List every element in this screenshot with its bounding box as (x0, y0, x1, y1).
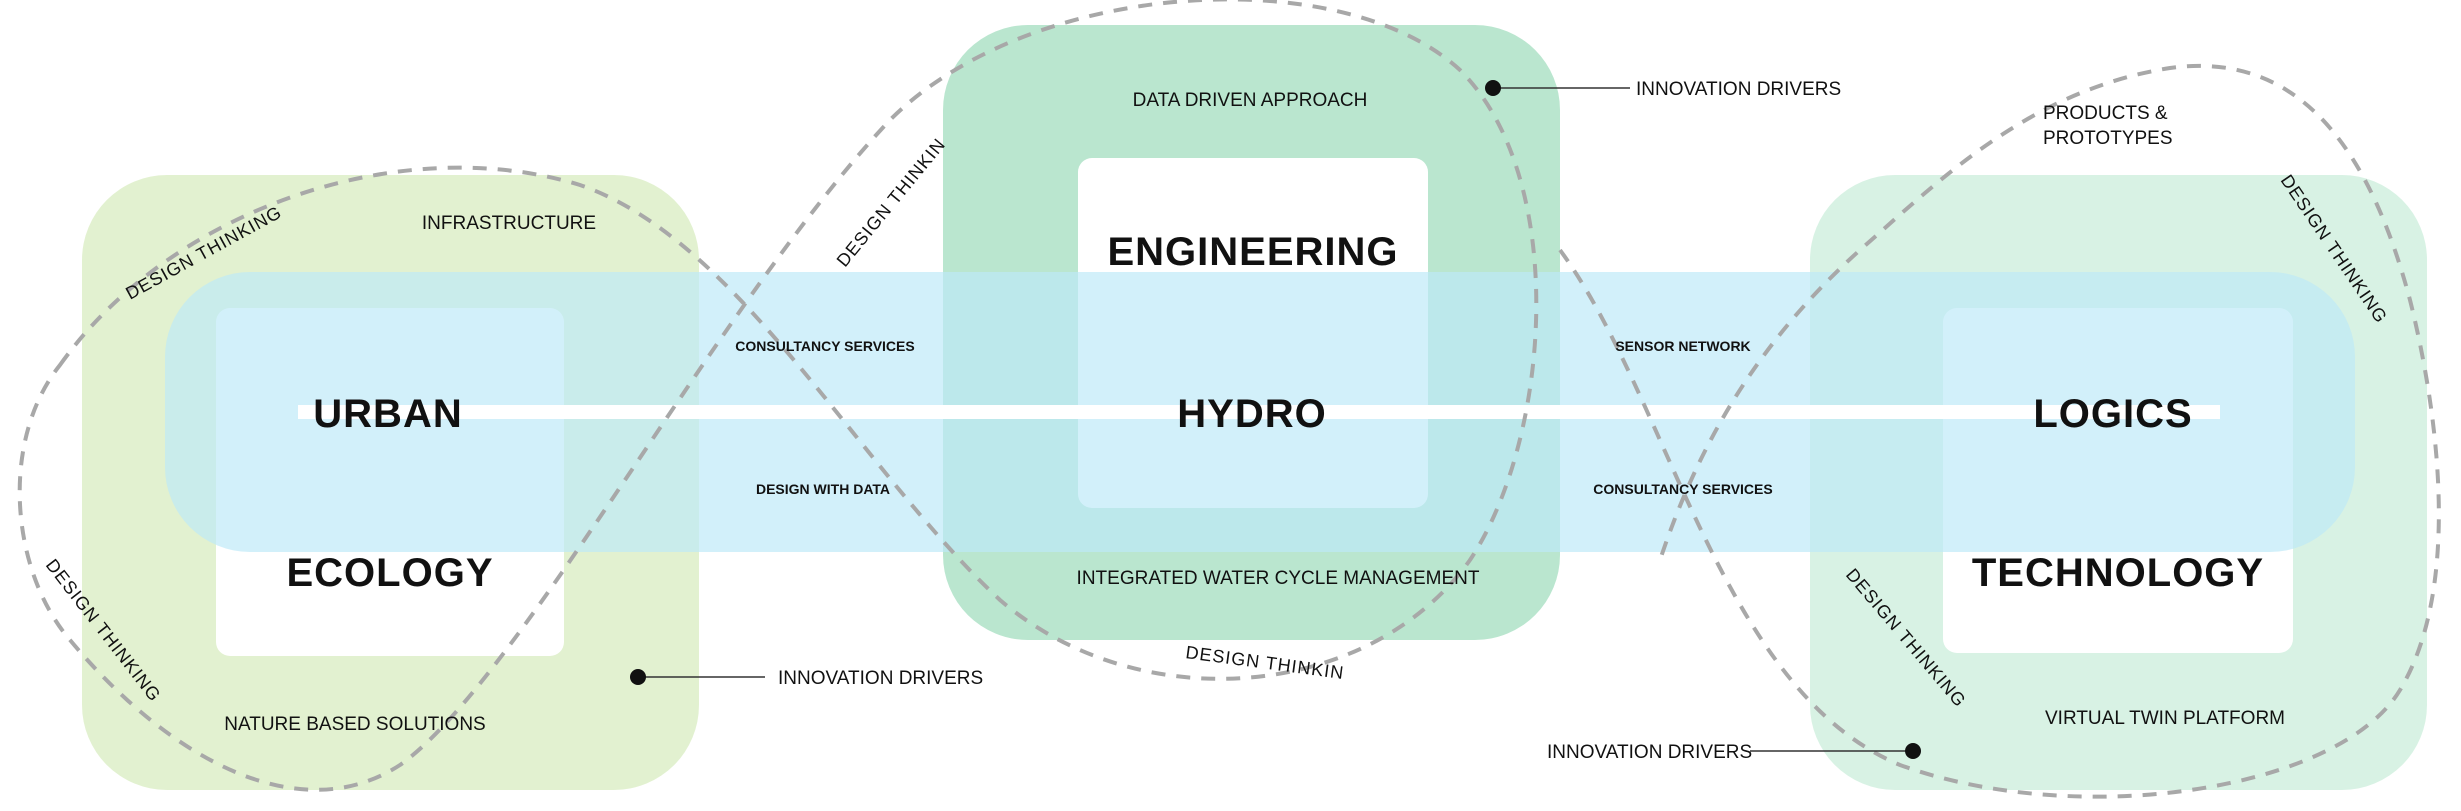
sensor-network-label: SENSOR NETWORK (1615, 338, 1750, 354)
urban-label: URBAN (313, 392, 462, 436)
data-driven-approach-label: DATA DRIVEN APPROACH (1133, 90, 1368, 111)
technology-label: TECHNOLOGY (1972, 551, 2264, 595)
ecology-label: ECOLOGY (286, 551, 493, 595)
ecology-innovation-drivers-label: INNOVATION DRIVERS (778, 668, 983, 689)
design-thinking-loop-left (17, 0, 1539, 792)
products-label-line1: PRODUCTS & (2043, 103, 2168, 124)
infrastructure-label: INFRASTRUCTURE (422, 213, 596, 234)
engineering-innovation-drivers-label: INNOVATION DRIVERS (1636, 79, 1841, 100)
integrated-water-cycle-label: INTEGRATED WATER CYCLE MANAGEMENT (1077, 568, 1480, 589)
consultancy-services-left-label: CONSULTANCY SERVICES (735, 338, 914, 354)
logics-label: LOGICS (2033, 392, 2192, 436)
engineering-label: ENGINEERING (1107, 230, 1398, 274)
technology-innovation-dot (1905, 743, 1921, 759)
design-with-data-label: DESIGN WITH DATA (756, 481, 890, 497)
design-thinking-loop-right (1558, 64, 2441, 799)
products-label-line2: PROTOTYPES (2043, 128, 2173, 149)
ecology-innovation-dot (630, 669, 646, 685)
technology-innovation-drivers-label: INNOVATION DRIVERS (1547, 742, 1752, 763)
nature-based-solutions-label: NATURE BASED SOLUTIONS (224, 714, 485, 735)
consultancy-services-right-label: CONSULTANCY SERVICES (1593, 481, 1772, 497)
engineering-innovation-dot (1485, 80, 1501, 96)
hydro-axis-line (298, 405, 2220, 419)
hydro-label: HYDRO (1177, 392, 1326, 436)
virtual-twin-platform-label: VIRTUAL TWIN PLATFORM (2045, 708, 2285, 729)
